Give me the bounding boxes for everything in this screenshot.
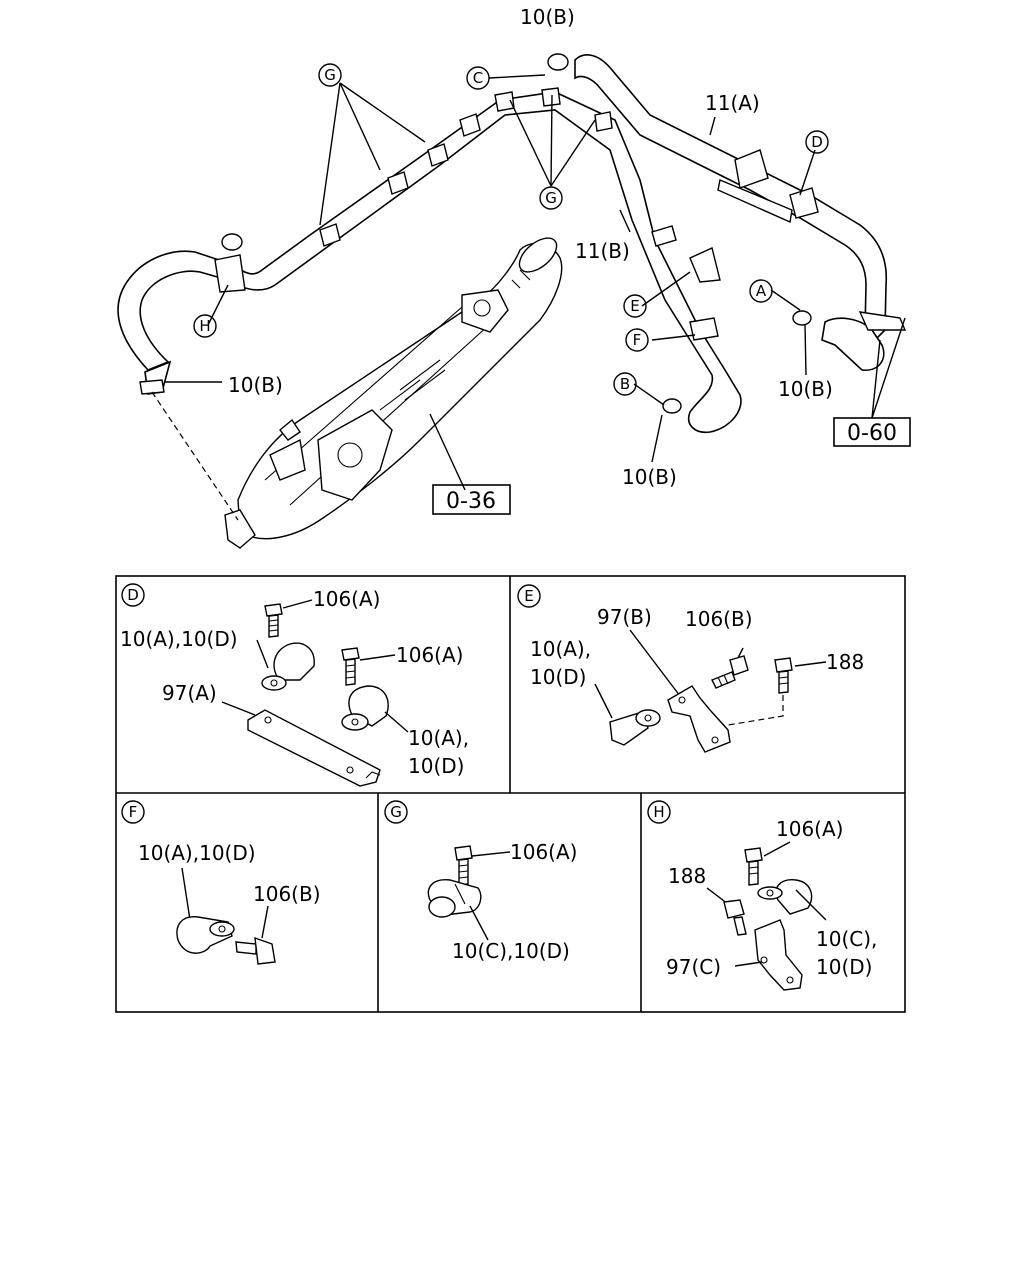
bolt-106a-mid <box>341 647 360 686</box>
svg-text:B: B <box>620 375 630 393</box>
detail-h-clamp-label-2: 10(D) <box>816 955 872 979</box>
svg-text:E: E <box>630 297 639 315</box>
pipe-assembly-0-36 <box>224 237 563 549</box>
bracket-97c <box>754 919 803 991</box>
bolt-106b-f <box>235 936 276 965</box>
dashed-connection <box>151 391 239 521</box>
detail-f-bolt-label: 106(B) <box>253 882 321 906</box>
svg-text:0-60: 0-60 <box>847 421 897 446</box>
detail-d-clamp-right-label-1: 10(A), <box>408 726 469 750</box>
detail-d-bracket-label: 97(A) <box>162 681 217 705</box>
circle-f: F <box>625 328 649 352</box>
label-10b-left: 10(B) <box>228 373 283 397</box>
detail-d-clamp-right-label-2: 10(D) <box>408 754 464 778</box>
circle-a: A <box>749 279 773 303</box>
bolt-106a-h <box>744 847 763 886</box>
label-10b-top: 10(B) <box>520 5 575 29</box>
circle-g-mid: G <box>539 186 563 210</box>
detail-g-clamp-label: 10(C),10(D) <box>452 939 570 963</box>
detail-panel-g: G 106(A) 10(C),10(D) <box>384 800 577 963</box>
clamp-right <box>341 685 389 731</box>
hose-11a <box>574 54 907 371</box>
bolt-106a-g <box>454 845 473 886</box>
svg-text:0-36: 0-36 <box>446 489 496 514</box>
detail-h-bolt-top-label: 106(A) <box>776 817 843 841</box>
ref-box-036: 0-36 <box>432 484 511 515</box>
bolt-188-h <box>723 899 747 936</box>
detail-d-clamp-left-label: 10(A),10(D) <box>120 627 238 651</box>
clamp-e <box>609 709 661 746</box>
detail-f-circle: F <box>121 800 145 824</box>
clamp-h <box>757 879 813 915</box>
clamp-left <box>261 642 315 691</box>
svg-text:F: F <box>633 331 642 349</box>
detail-e-clamp-label-1: 10(A), <box>530 637 591 661</box>
clamp-f <box>176 916 235 954</box>
main-diagram: 10(B) 11(A) 11(B) 10(B) 10(B) 10(B) G G … <box>117 5 911 549</box>
clamp-g <box>427 879 482 918</box>
hose-clamps <box>139 53 819 414</box>
label-11b: 11(B) <box>575 239 630 263</box>
detail-g-circle: G <box>384 800 408 824</box>
detail-d-bolt-top-label: 106(A) <box>313 587 380 611</box>
circle-h: H <box>193 314 217 338</box>
ref-box-060: 0-60 <box>833 417 911 447</box>
circle-b: B <box>613 372 637 396</box>
detail-h-clamp-label-1: 10(C), <box>816 927 877 951</box>
detail-h-188-label: 188 <box>668 864 706 888</box>
detail-e-bolt-label: 106(B) <box>685 607 753 631</box>
detail-panel-e: E 97(B) 106(B) 188 <box>517 584 864 753</box>
detail-e-188-label: 188 <box>826 650 864 674</box>
bolt-106a-top <box>264 603 283 638</box>
label-10b-right: 10(B) <box>778 377 833 401</box>
svg-text:D: D <box>127 586 139 604</box>
detail-e-bracket-label: 97(B) <box>597 605 652 629</box>
detail-f-clamp-label: 10(A),10(D) <box>138 841 256 865</box>
circle-e: E <box>623 294 647 318</box>
bracket-97b <box>667 685 731 753</box>
detail-grid <box>115 575 906 1013</box>
svg-text:G: G <box>390 803 402 821</box>
detail-panel-f: F 10(A),10(D) 106(B) <box>121 800 321 965</box>
bolt-188 <box>774 657 793 694</box>
detail-h-circle: H <box>647 800 671 824</box>
detail-e-clamp-label-2: 10(D) <box>530 665 586 689</box>
bolt-106b <box>711 655 749 689</box>
circle-d: D <box>805 130 829 154</box>
label-11a: 11(A) <box>705 91 760 115</box>
detail-panel-h: H 106(A) 188 10(C), 10(D) 97(C) <box>647 800 877 991</box>
svg-text:D: D <box>811 133 823 151</box>
circle-g-top: G <box>318 63 342 87</box>
leader-lines <box>165 74 906 491</box>
svg-text:A: A <box>756 282 767 300</box>
circle-c: C <box>466 66 490 90</box>
svg-text:C: C <box>473 69 483 87</box>
detail-panel-d: D 106(A) 10(A),10(D) 106(A) <box>120 583 469 787</box>
svg-text:H: H <box>199 317 210 335</box>
svg-text:H: H <box>653 803 664 821</box>
detail-h-bracket-label: 97(C) <box>666 955 721 979</box>
bracket-97a <box>247 709 381 787</box>
svg-text:F: F <box>129 803 138 821</box>
svg-text:E: E <box>524 587 533 605</box>
svg-text:G: G <box>545 189 557 207</box>
detail-d-bolt-mid-label: 106(A) <box>396 643 463 667</box>
detail-e-circle: E <box>517 584 541 608</box>
detail-d-circle: D <box>121 583 145 607</box>
svg-text:G: G <box>324 66 336 84</box>
detail-g-bolt-label: 106(A) <box>510 840 577 864</box>
label-10b-bottom: 10(B) <box>622 465 677 489</box>
